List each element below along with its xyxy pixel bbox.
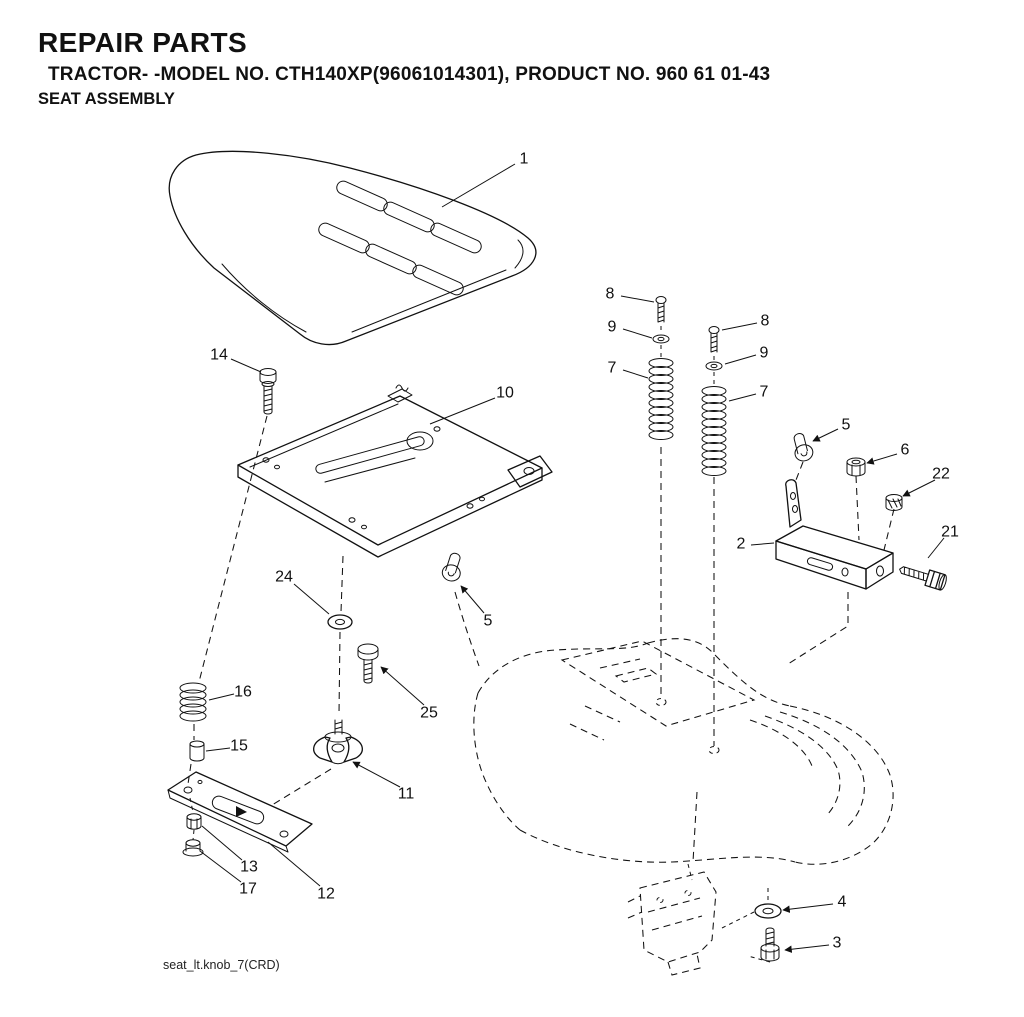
part-clip-upper — [788, 430, 816, 464]
callout-14: 14 — [210, 347, 228, 364]
callout-9: 9 — [760, 345, 769, 362]
leader-line-8 — [721, 322, 758, 331]
leader-line-14 — [230, 358, 262, 373]
callout-10: 10 — [496, 385, 514, 402]
callout-5: 5 — [484, 613, 493, 630]
part-screw-8-right — [708, 326, 720, 353]
callout-7: 7 — [608, 360, 617, 377]
callout-9: 9 — [608, 319, 617, 336]
callout-8: 8 — [606, 286, 615, 303]
leader-line-11 — [352, 761, 401, 788]
callout-3: 3 — [833, 935, 842, 952]
leader-line-9 — [622, 328, 653, 339]
leader-line-7 — [622, 369, 649, 379]
part-bracket-2 — [775, 479, 894, 590]
leader-line-22 — [902, 479, 936, 497]
part-screw-8-left — [655, 296, 667, 323]
part-seat-pan — [237, 384, 553, 558]
part-screw-25 — [357, 643, 379, 684]
part-locknut-22 — [885, 494, 903, 511]
callout-7: 7 — [760, 384, 769, 401]
part-clip-lower — [440, 550, 466, 584]
page-title: REPAIR PARTS — [38, 27, 248, 58]
part-washer-9-right — [705, 361, 723, 371]
part-bolt-21 — [899, 566, 947, 591]
leader-line-24 — [293, 583, 330, 615]
leader-line-5 — [812, 428, 839, 442]
leader-line-13 — [201, 825, 243, 861]
part-knob-11 — [313, 719, 363, 765]
callout-22: 22 — [932, 466, 950, 483]
leader-line-9 — [724, 354, 757, 365]
part-plate-12 — [167, 771, 313, 853]
part-bolt-3 — [760, 927, 780, 962]
part-washer-4 — [754, 903, 782, 919]
callout-13: 13 — [240, 859, 258, 876]
model-subtitle: TRACTOR- -MODEL NO. CTH140XP(96061014301… — [48, 63, 771, 85]
section-title: SEAT ASSEMBLY — [38, 89, 175, 108]
leader-line-16 — [208, 693, 235, 701]
part-flange-nut-17 — [182, 839, 204, 857]
callout-5: 5 — [842, 417, 851, 434]
callout-16: 16 — [234, 684, 252, 701]
part-washer-24 — [327, 614, 353, 630]
callout-12: 12 — [317, 886, 335, 903]
part-shoulder-bolt-14 — [259, 368, 277, 415]
leader-line-2 — [750, 542, 775, 546]
leader-line-8 — [620, 295, 655, 303]
callout-25: 25 — [420, 705, 438, 722]
leader-line-17 — [199, 850, 242, 883]
leader-line-5 — [460, 585, 485, 614]
leader-line-12 — [267, 841, 321, 887]
leader-line-21 — [927, 537, 945, 559]
part-nut-6 — [846, 457, 866, 477]
callout-15: 15 — [230, 738, 248, 755]
callout-8: 8 — [761, 313, 770, 330]
leader-line-3 — [784, 944, 830, 953]
part-bushing-15 — [189, 740, 205, 762]
callout-1: 1 — [520, 151, 529, 168]
part-spring-7-left — [648, 358, 674, 440]
drawing-footnote: seat_lt.knob_7(CRD) — [163, 958, 280, 972]
part-seat — [168, 150, 537, 346]
page-header: REPAIR PARTS TRACTOR- -MODEL NO. CTH140X… — [38, 27, 998, 109]
callout-2: 2 — [737, 536, 746, 553]
assembly-lines — [187, 326, 895, 963]
part-spring-7-right — [701, 386, 727, 476]
callout-21: 21 — [941, 524, 959, 541]
part-nut-13 — [186, 813, 202, 830]
leader-line-7 — [728, 393, 757, 402]
leader-line-1 — [441, 163, 516, 208]
part-washer-9-left — [652, 334, 670, 344]
leader-line-25 — [380, 666, 425, 706]
callout-24: 24 — [275, 569, 293, 586]
part-spring-16 — [179, 682, 207, 722]
leader-line-4 — [782, 903, 834, 913]
callout-6: 6 — [901, 442, 910, 459]
callout-4: 4 — [838, 894, 847, 911]
leader-line-10 — [429, 397, 496, 425]
callout-17: 17 — [239, 881, 257, 898]
leader-line-6 — [866, 453, 898, 465]
callout-11: 11 — [398, 786, 415, 803]
fender-phantom-outline — [473, 638, 894, 865]
leader-line-15 — [205, 747, 231, 752]
lower-bracket-phantom — [627, 871, 717, 976]
